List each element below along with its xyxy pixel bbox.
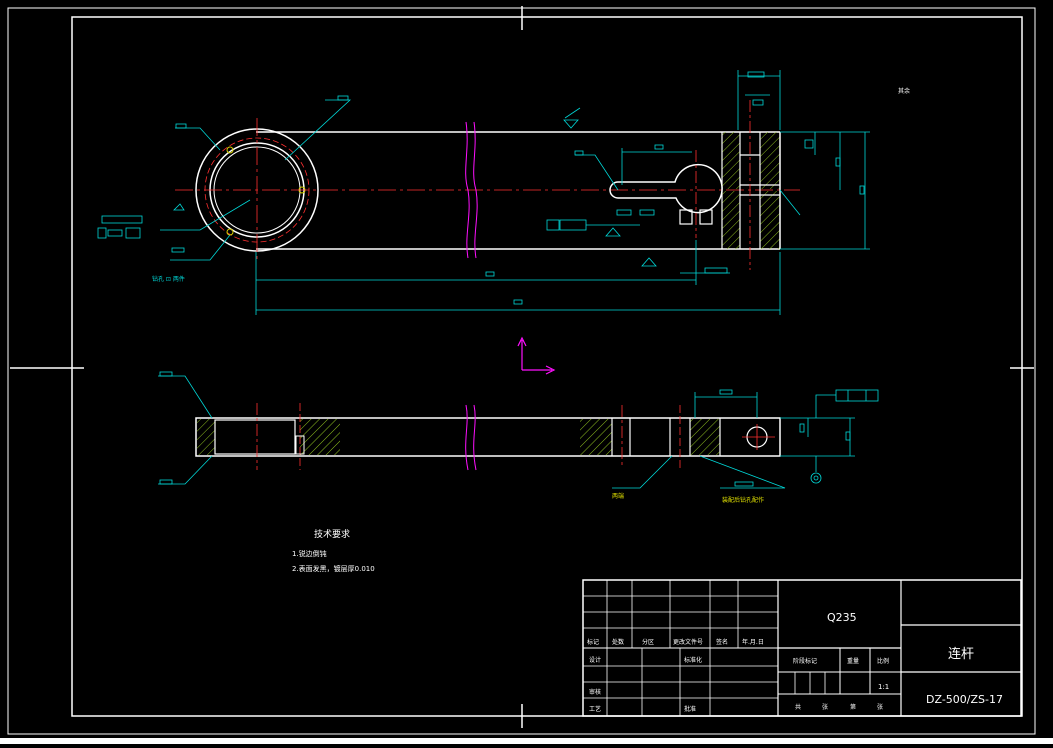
stage-weight: 重量 (847, 657, 859, 665)
rev-header-doc: 更改文件号 (673, 638, 703, 646)
rev-header-sign: 签名 (716, 638, 728, 646)
sheet-total-unit: 张 (822, 703, 828, 711)
part-name: 连杆 (948, 646, 974, 662)
center-marker-label: 钻孔 ⊡ 两件 (152, 275, 185, 283)
slot-label: 两端 (612, 492, 624, 500)
front-view-dimensions (158, 371, 879, 489)
scale: 1:1 (878, 683, 889, 691)
technical-requirements-title: 技术要求 (314, 528, 350, 540)
sheet-index: 第 (850, 703, 856, 711)
title-block (582, 579, 1022, 717)
row-review: 审核 (589, 688, 601, 696)
stage-mark: 阶段标记 (793, 657, 817, 665)
row-approve: 批准 (684, 705, 696, 713)
row-design: 设计 (589, 656, 601, 664)
requirement-item-2: 2.表面发黑，镀层厚0.010 (292, 564, 375, 573)
top-view (175, 100, 800, 270)
rev-header-mark: 标记 (587, 638, 599, 646)
rev-header-date: 年.月.日 (742, 638, 764, 646)
row-process: 工艺 (589, 705, 601, 713)
rev-header-count: 处数 (612, 638, 624, 646)
ucs-axis-icon (517, 336, 556, 375)
sheet-total: 共 (795, 703, 801, 711)
assembly-label: 装配后钻孔配作 (722, 496, 764, 504)
status-strip (0, 738, 1053, 744)
sheet-frame (7, 6, 1036, 735)
rev-header-zone: 分区 (642, 638, 654, 646)
row-standard: 标准化 (684, 656, 702, 664)
corner-note: 其余 (898, 87, 910, 95)
front-view (195, 403, 781, 471)
requirement-item-1: 1.锐边倒钝 (292, 549, 327, 558)
stage-scale: 比例 (877, 657, 889, 665)
top-view-dimensions (97, 70, 870, 315)
material: Q235 (827, 611, 857, 624)
sheet-index-unit: 张 (877, 703, 883, 711)
drawing-number: DZ-500/ZS-17 (926, 693, 1003, 706)
